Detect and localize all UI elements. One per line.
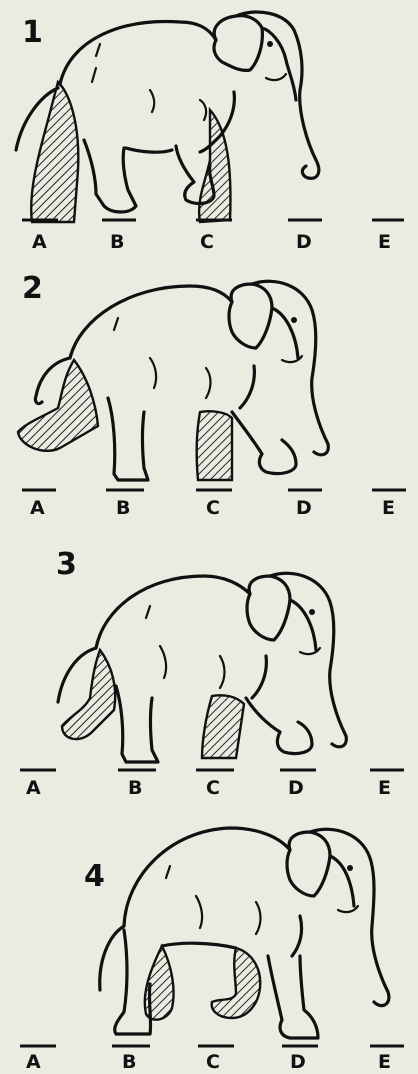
mouth — [266, 74, 286, 80]
tail — [100, 926, 124, 990]
near-hind-leg — [108, 398, 148, 480]
marker-e: E — [378, 1051, 391, 1073]
far-front-leg-hatched — [212, 948, 261, 1018]
frame-number: 3 — [56, 547, 77, 582]
marker-c: C — [206, 497, 220, 519]
eye — [347, 865, 353, 871]
elephant-body — [60, 22, 234, 153]
frame-1: 1 A B C D E — [0, 0, 418, 250]
skin-creases — [166, 866, 261, 934]
ear — [229, 284, 272, 348]
near-front-leg — [268, 956, 318, 1038]
frame-number: 2 — [22, 271, 43, 306]
far-hind-leg-hatched — [62, 650, 115, 739]
far-front-leg-hatched — [197, 411, 232, 480]
near-hind-leg — [116, 686, 158, 762]
eye — [291, 317, 297, 323]
skin-creases — [92, 44, 206, 120]
marker-a: A — [26, 777, 41, 799]
elephant-body — [96, 576, 266, 698]
frame-4: 4 A B C D E — [0, 806, 418, 1074]
marker-a: A — [30, 497, 45, 519]
far-hind-leg-hatched — [18, 360, 98, 451]
frame-number: 4 — [84, 859, 105, 894]
head-trunk — [236, 12, 319, 178]
marker-e: E — [378, 777, 391, 799]
marker-c: C — [206, 777, 220, 799]
frame-3: 3 A B C D E — [0, 526, 418, 776]
marker-c: C — [206, 1051, 220, 1073]
skin-creases — [146, 606, 225, 688]
far-front-leg-hatched — [202, 695, 244, 758]
frame-2: 2 A B C D E — [0, 248, 418, 498]
near-hind-leg — [84, 140, 136, 212]
elephant-body — [124, 828, 302, 956]
marker-d: D — [290, 1051, 306, 1073]
skin-creases — [114, 318, 211, 398]
eye — [267, 41, 273, 47]
near-front-leg — [246, 698, 312, 754]
near-hind-leg — [115, 930, 151, 1034]
ear — [247, 576, 290, 640]
marker-b: B — [122, 1051, 136, 1073]
marker-e: E — [382, 497, 395, 519]
eye — [309, 609, 315, 615]
marker-b: B — [116, 497, 130, 519]
near-front-leg — [232, 412, 296, 474]
head-trunk — [252, 281, 328, 455]
marker-b: B — [128, 777, 142, 799]
frame-number: 1 — [22, 15, 43, 50]
ear — [214, 16, 262, 71]
marker-d: D — [288, 777, 304, 799]
head-trunk — [310, 829, 389, 1005]
marker-d: D — [296, 497, 312, 519]
ear — [287, 832, 330, 896]
marker-a: A — [26, 1051, 41, 1073]
head-trunk — [270, 573, 346, 747]
elephant-body — [70, 286, 254, 408]
